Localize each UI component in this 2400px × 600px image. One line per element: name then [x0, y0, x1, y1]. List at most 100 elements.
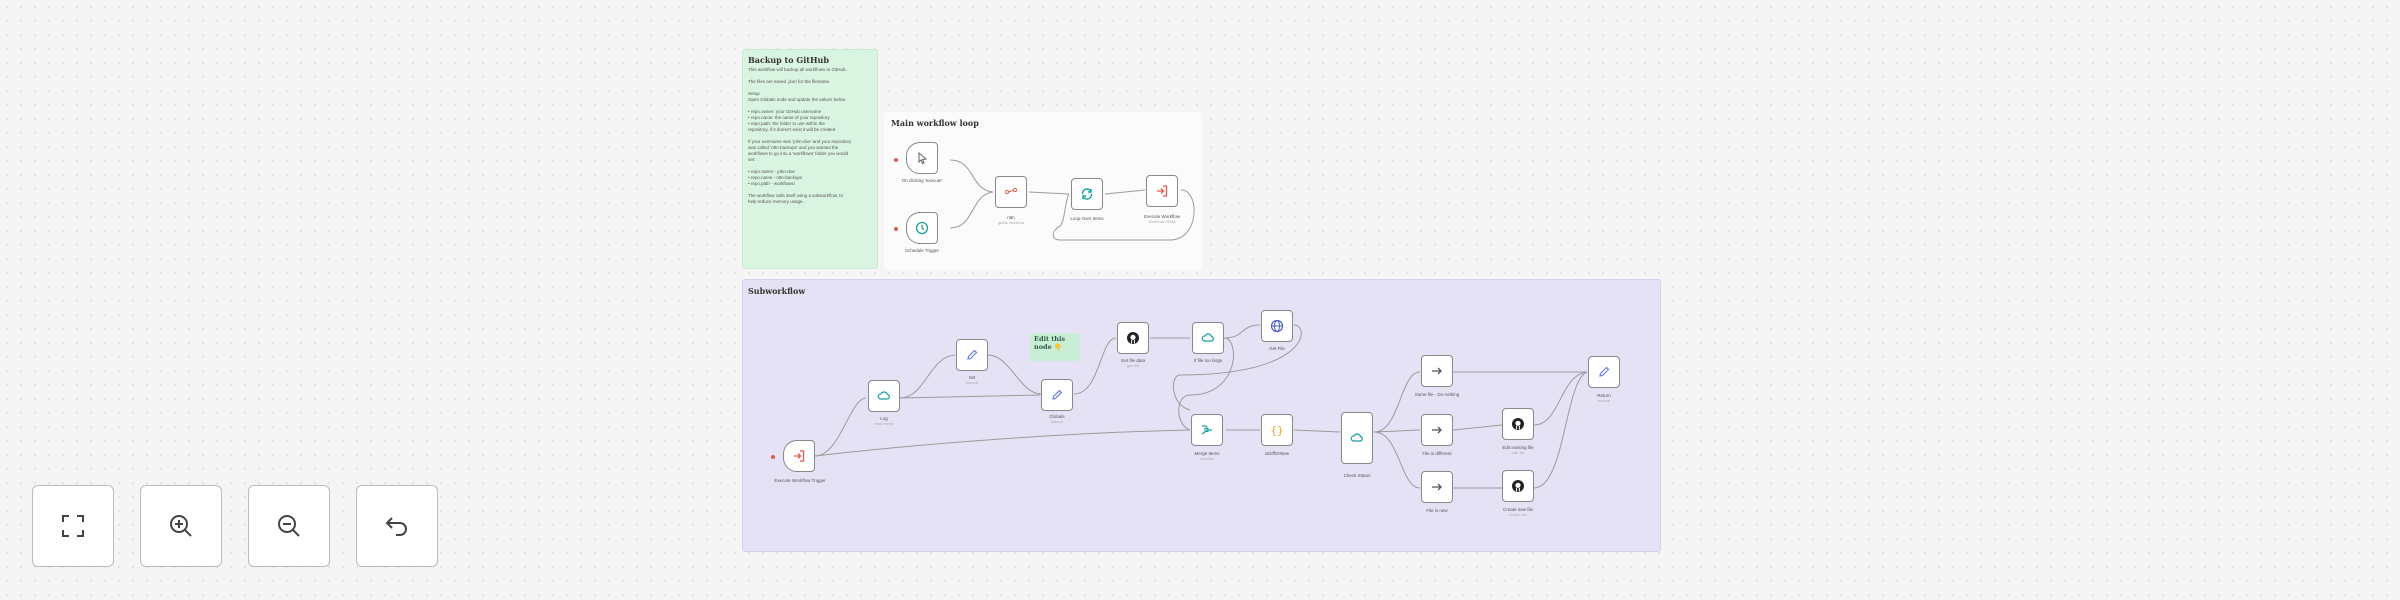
merge-items-subtitle: combine	[1199, 457, 1215, 461]
pencil-icon	[967, 349, 978, 360]
return-label: Return	[1597, 393, 1611, 398]
globals-subtitle: manual	[1050, 420, 1064, 424]
arrow-right-icon	[1432, 367, 1442, 375]
github-icon	[1512, 418, 1524, 430]
backup-note-line: The workflow calls itself using a subwor…	[748, 193, 844, 198]
fit-view-button[interactable]	[32, 485, 114, 567]
refresh-icon	[1081, 188, 1093, 200]
backup-note-line: Setup	[748, 91, 760, 96]
backup-note-line: set:	[748, 157, 756, 162]
backup-note-line: Open Globals node and update the values …	[748, 97, 846, 102]
merge-items-label: Merge Items	[1194, 451, 1220, 456]
subworkflow-title: Subworkflow	[748, 286, 806, 296]
backup-note-line: workflows to go into a 'workflows' folde…	[748, 151, 849, 156]
cloud-icon	[877, 391, 890, 400]
file-new-node[interactable]	[1421, 471, 1453, 503]
set-node[interactable]	[956, 339, 988, 371]
backup-note-line: This workflow will backup all workflows …	[748, 67, 847, 72]
n8n-subtitle: getAll: workflow	[997, 221, 1025, 225]
n8n-node[interactable]	[995, 176, 1027, 208]
zoom-out-button[interactable]	[248, 485, 330, 567]
edit-existing-file-node[interactable]	[1502, 408, 1534, 440]
cursor-click-icon	[918, 151, 928, 165]
zoom-in-icon	[170, 515, 192, 537]
arrow-right-icon	[1432, 483, 1442, 491]
same-file-label: Same file - Do nothing	[1414, 392, 1460, 397]
return-subtitle: manual	[1597, 399, 1611, 403]
backup-note-title: Backup to GitHub	[748, 55, 829, 65]
if-file-too-large-label: If file too large	[1193, 358, 1223, 363]
get-file-data-label: Get file data	[1120, 358, 1146, 363]
backup-note-line: • repo.path: the folder to use within th…	[748, 121, 825, 126]
edit-existing-subtitle: edit: file	[1511, 451, 1525, 455]
check-status-node[interactable]	[1341, 412, 1373, 464]
backup-note-line: help reduce memory usage.	[748, 199, 804, 204]
manual-trigger-node[interactable]	[906, 142, 938, 174]
code-braces-icon: {}	[1270, 424, 1283, 437]
file-new-label: File is new	[1426, 508, 1448, 513]
backup-note-line: repository, if it doesn't exist it will …	[748, 127, 836, 132]
clock-icon	[915, 221, 929, 235]
log-node[interactable]	[868, 380, 900, 412]
undo-icon	[385, 517, 407, 536]
globe-icon	[1270, 319, 1284, 333]
exec-trigger-label: Execute Workflow Trigger	[774, 478, 826, 483]
log-label: Log	[880, 416, 888, 421]
globals-label: Globals	[1049, 414, 1065, 419]
execute-workflow-node[interactable]	[1146, 175, 1178, 207]
create-new-label: Create new file	[1502, 507, 1534, 512]
svg-text:{}: {}	[1270, 424, 1283, 437]
set-label: Set	[968, 375, 976, 380]
same-file-node[interactable]	[1421, 355, 1453, 387]
loop-over-items-node[interactable]	[1071, 178, 1103, 210]
return-node[interactable]	[1588, 356, 1620, 388]
zoom-in-button[interactable]	[140, 485, 222, 567]
create-new-subtitle: create: file	[1509, 513, 1527, 517]
get-file-label: Get File	[1269, 346, 1285, 351]
execute-workflow-subtitle: Workflow 19988	[1148, 220, 1176, 224]
log-subtitle: read: items	[874, 422, 894, 426]
github-icon	[1512, 480, 1524, 492]
sign-in-icon	[794, 450, 805, 462]
execute-workflow-trigger-node[interactable]	[783, 440, 815, 472]
main-loop-title: Main workflow loop	[891, 118, 979, 128]
if-file-too-large-node[interactable]	[1192, 322, 1224, 354]
is-diff-label: isDiffOrNew	[1265, 451, 1289, 456]
arrow-right-icon	[1432, 426, 1442, 434]
backup-note-line: If your username was 'john-doe' and your…	[748, 139, 852, 144]
sign-in-icon	[1157, 185, 1168, 197]
file-different-label: File is different	[1422, 451, 1452, 456]
reset-zoom-button[interactable]	[356, 485, 438, 567]
get-file-node[interactable]	[1261, 310, 1293, 342]
backup-sticky-note[interactable]: Backup to GitHub This workflow will back…	[742, 49, 878, 269]
n8n-label: n8n	[1007, 215, 1015, 220]
backup-note-line: • repo.owner: your GitHub username	[748, 109, 822, 114]
execute-workflow-label: Execute Workflow	[1144, 214, 1180, 219]
globals-node[interactable]	[1041, 379, 1073, 411]
backup-note-line: The files are saved .json for the filena…	[748, 79, 831, 84]
backup-note-line: was called 'n8n-backups' and you wanted …	[748, 145, 839, 150]
fullscreen-icon	[62, 515, 84, 537]
cloud-icon	[1350, 433, 1363, 442]
set-subtitle: manual	[965, 381, 979, 385]
merge-icon	[1201, 425, 1212, 435]
merge-items-node[interactable]	[1191, 414, 1223, 446]
get-file-data-node[interactable]	[1117, 322, 1149, 354]
trigger-marker-icon	[894, 158, 898, 162]
zoom-out-icon	[278, 515, 300, 537]
create-new-file-node[interactable]	[1502, 470, 1534, 502]
backup-note-line: • repo.name - n8n-backups	[748, 175, 803, 180]
schedule-trigger-node[interactable]	[906, 212, 938, 244]
edit-existing-label: Edit existing file	[1502, 445, 1534, 450]
backup-note-line: • repo.name: the name of your repository	[748, 115, 830, 120]
manual-trigger-label: On clicking 'execute'	[901, 178, 943, 183]
pencil-icon	[1599, 366, 1610, 377]
file-different-node[interactable]	[1421, 414, 1453, 446]
trigger-marker-icon	[894, 227, 898, 231]
get-file-data-subtitle: get: file	[1126, 364, 1140, 368]
n8n-icon	[1004, 187, 1018, 195]
backup-note-line: • repo.owner - john-doe	[748, 169, 795, 174]
check-status-label: Check Status	[1343, 473, 1371, 478]
edit-this-node-callout: Edit this node 👇	[1030, 333, 1080, 361]
is-diff-or-new-node[interactable]: {}	[1261, 414, 1293, 446]
